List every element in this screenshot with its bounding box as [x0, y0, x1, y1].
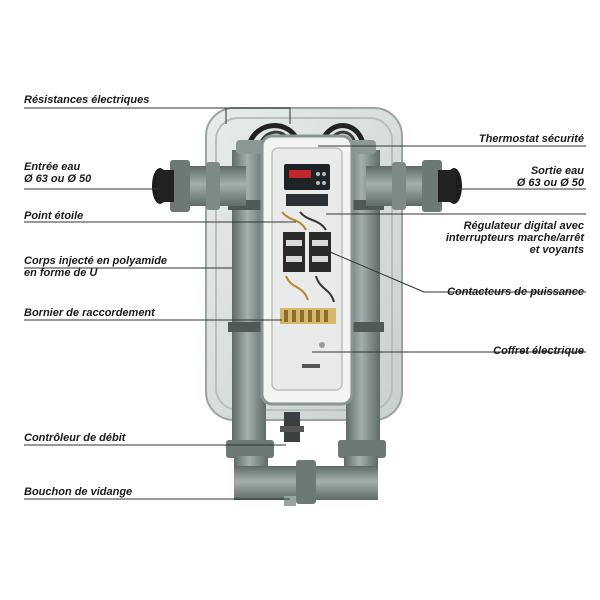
label-thermostat: Thermostat sécurité [478, 133, 584, 145]
label-entree-line1: Entrée eau [24, 161, 81, 173]
label-entree-line2: Ø 63 ou Ø 50 [24, 173, 92, 185]
label-sortie-line2: Ø 63 ou Ø 50 [516, 177, 584, 189]
terminal-block [280, 308, 336, 368]
label-regulateur-line1: Régulateur digital avec [463, 220, 584, 232]
label-contacteurs: Contacteurs de puissance [447, 286, 584, 298]
label-controleur: Contrôleur de débit [24, 432, 126, 444]
label-point-etoile: Point étoile [24, 210, 84, 222]
electrical-box [260, 134, 354, 406]
flow-controller [280, 412, 304, 442]
digital-display-icon [284, 164, 330, 206]
label-sortie: Sortie eau Ø 63 ou Ø 50 [517, 165, 584, 189]
label-bouchon: Bouchon de vidange [24, 486, 133, 498]
contactors [281, 211, 335, 303]
label-corps: Corps injecté en polyamide en forme de U [24, 255, 167, 279]
leader-lines [24, 107, 586, 500]
outlet-pipe [366, 160, 462, 212]
label-coffret: Coffret électrique [493, 345, 584, 357]
label-resistances: Résistances électriques [24, 94, 150, 106]
label-sortie-line1: Sortie eau [530, 165, 584, 177]
label-entree: Entrée eau Ø 63 ou Ø 50 [24, 161, 91, 185]
bottom-u-bend [226, 440, 386, 506]
label-corps-line1: Corps injecté en polyamide [24, 255, 168, 267]
label-regulateur-line2: interrupteurs marche/arrêt [445, 232, 584, 244]
label-corps-line2: en forme de U [24, 267, 98, 279]
inlet-pipe [152, 160, 246, 212]
label-regulateur: Régulateur digital avec interrupteurs ma… [446, 220, 584, 256]
label-bornier: Bornier de raccordement [24, 307, 155, 319]
label-regulateur-line3: et voyants [529, 244, 584, 256]
